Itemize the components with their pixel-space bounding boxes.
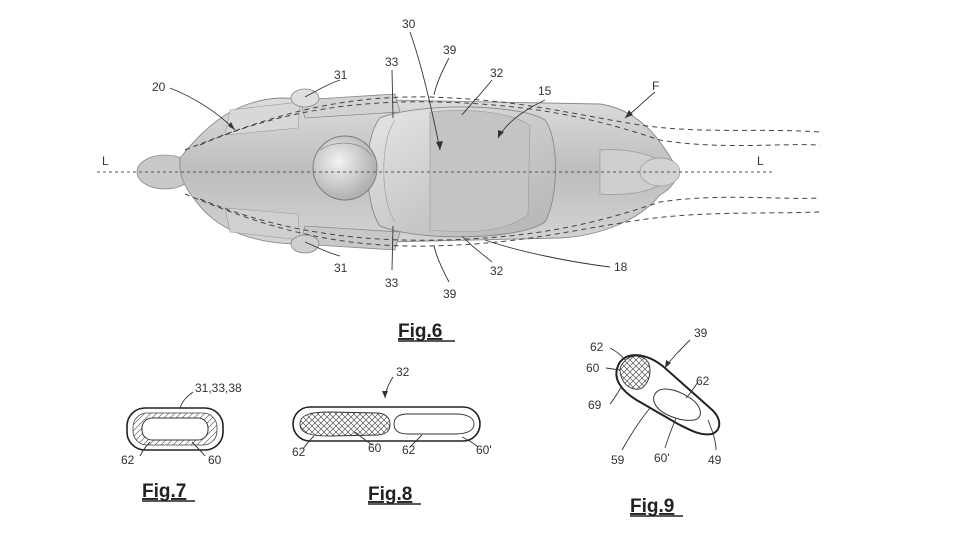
fig6-label-39-top: 39 — [443, 43, 457, 57]
fig6-illustration: 20 30 39 31 33 32 15 F L L 31 33 39 32 1… — [97, 17, 821, 342]
fig9-label-62-b: 62 — [696, 374, 710, 388]
fig6-label-31-bottom: 31 — [334, 261, 348, 275]
fig9-hatched-chamber — [619, 355, 651, 390]
fig6-label-18: 18 — [614, 260, 628, 274]
fig9-empty-chamber — [653, 388, 701, 421]
fig6-leader-lines — [169, 31, 656, 283]
fig6-label-32-top: 32 — [490, 66, 504, 80]
fig6-label-33-top: 33 — [385, 55, 399, 69]
fig6-label-33-bottom: 33 — [385, 276, 399, 290]
fig9-label-60: 60 — [586, 361, 600, 375]
fig7-inner-cavity — [141, 417, 209, 441]
fig6-label-L-right: L — [757, 154, 764, 168]
fig9-label-49: 49 — [708, 453, 722, 467]
fig7-title: Fig.7 — [142, 481, 186, 502]
fig8-hatched-chamber — [299, 411, 391, 437]
fig9-label-59: 59 — [611, 453, 625, 467]
fig9-label-69: 69 — [588, 398, 602, 412]
fig8-label-60-prime: 60' — [476, 443, 492, 457]
fig6-label-F: F — [652, 79, 659, 93]
fig7-illustration: 31,33,38 62 60 Fig.7 — [121, 381, 242, 502]
fig8-label-62-b: 62 — [402, 443, 416, 457]
fig9-illustration: 39 62 60 69 62 59 60' 49 Fig.9 — [586, 326, 722, 517]
fig8-title: Fig.8 — [368, 484, 412, 505]
fig6-label-15: 15 — [538, 84, 552, 98]
fig9-title: Fig.9 — [630, 496, 674, 517]
fig9-label-60-prime: 60' — [654, 451, 670, 465]
fig8-empty-chamber — [393, 413, 475, 435]
fig6-label-30: 30 — [402, 17, 416, 31]
fig8-illustration: 32 62 60 62 60' Fig.8 — [292, 365, 492, 505]
fig6-label-L-left: L — [102, 154, 109, 168]
fig6-label-31-top: 31 — [334, 68, 348, 82]
helmet — [312, 135, 378, 201]
fig9-label-62-a: 62 — [590, 340, 604, 354]
fig8-label-62-a: 62 — [292, 445, 306, 459]
rider-figure — [290, 88, 556, 254]
airflow-lines — [184, 96, 821, 247]
fig6-label-39-bottom: 39 — [443, 287, 457, 301]
fig6-label-20: 20 — [152, 80, 166, 94]
fig7-label-31-33-38: 31,33,38 — [195, 381, 242, 395]
fig7-label-60: 60 — [208, 453, 222, 467]
fig9-label-39: 39 — [694, 326, 708, 340]
fig6-label-32-bottom: 32 — [490, 264, 504, 278]
fig8-label-32: 32 — [396, 365, 410, 379]
fig6-title: Fig.6 — [398, 321, 442, 342]
fig8-label-60: 60 — [368, 441, 382, 455]
fig7-label-62: 62 — [121, 453, 135, 467]
